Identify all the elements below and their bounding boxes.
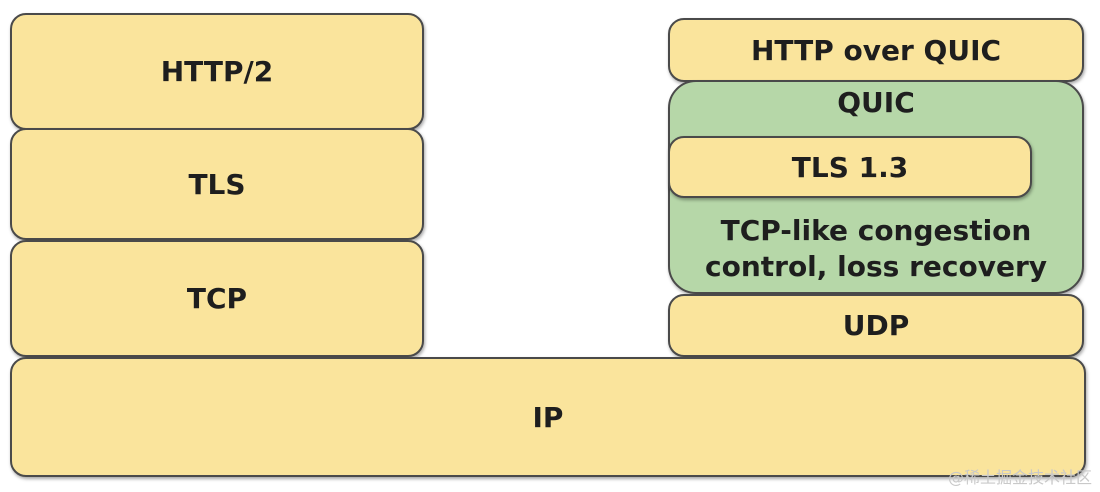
http-over-quic-label: HTTP over QUIC	[750, 33, 1002, 67]
udp-layer: UDP	[668, 294, 1084, 357]
watermark: @稀土掘金技术社区	[947, 468, 1092, 487]
http2-label: HTTP/2	[160, 55, 274, 88]
quic-label: QUIC	[837, 86, 915, 119]
tls13-layer: TLS 1.3	[668, 136, 1032, 198]
congestion-control-text: TCP-like congestion control, loss recove…	[668, 213, 1084, 285]
congestion-line-2: control, loss recovery	[704, 250, 1048, 283]
congestion-line-1: TCP-like congestion	[720, 214, 1032, 247]
tls-label: TLS	[188, 167, 246, 201]
ip-layer: IP	[10, 357, 1086, 477]
tls13-label: TLS 1.3	[791, 150, 909, 184]
http2-layer: HTTP/2	[10, 13, 424, 130]
tcp-layer: TCP	[10, 240, 424, 357]
tls-layer: TLS	[10, 128, 424, 240]
http-over-quic-layer: HTTP over QUIC	[668, 18, 1084, 82]
tcp-label: TCP	[186, 282, 248, 315]
udp-label: UDP	[842, 309, 910, 342]
ip-label: IP	[532, 400, 564, 434]
